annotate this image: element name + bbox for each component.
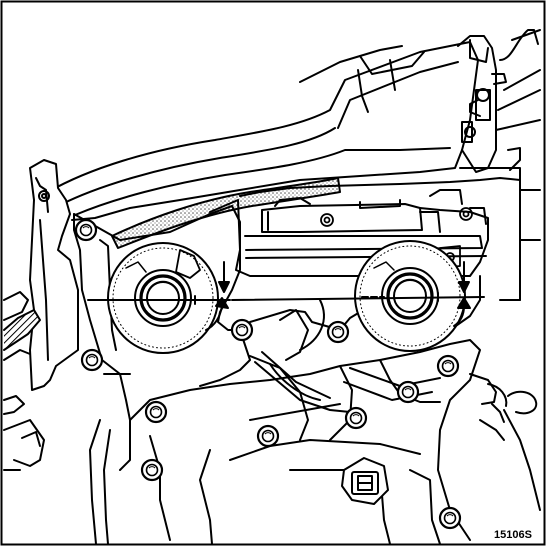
left-camshaft-timing-mark	[218, 261, 230, 293]
intake-duct	[47, 41, 479, 221]
right-camshaft-rotation	[453, 297, 471, 327]
right-camshaft-hub	[354, 240, 466, 352]
right-camshaft-timing-mark	[458, 261, 470, 293]
left-camshaft-hub	[107, 242, 219, 354]
sensor-connector	[341, 457, 389, 505]
engine-drawing	[3, 29, 541, 545]
figure-reference-number: 15106S	[494, 529, 532, 541]
left-end-plate	[29, 159, 79, 391]
timing-reference-line	[87, 292, 485, 305]
right-bracket	[457, 29, 541, 301]
right-lower-pipes	[469, 373, 541, 511]
left-camshaft-rotation	[205, 297, 229, 331]
left-hoses	[3, 291, 45, 471]
